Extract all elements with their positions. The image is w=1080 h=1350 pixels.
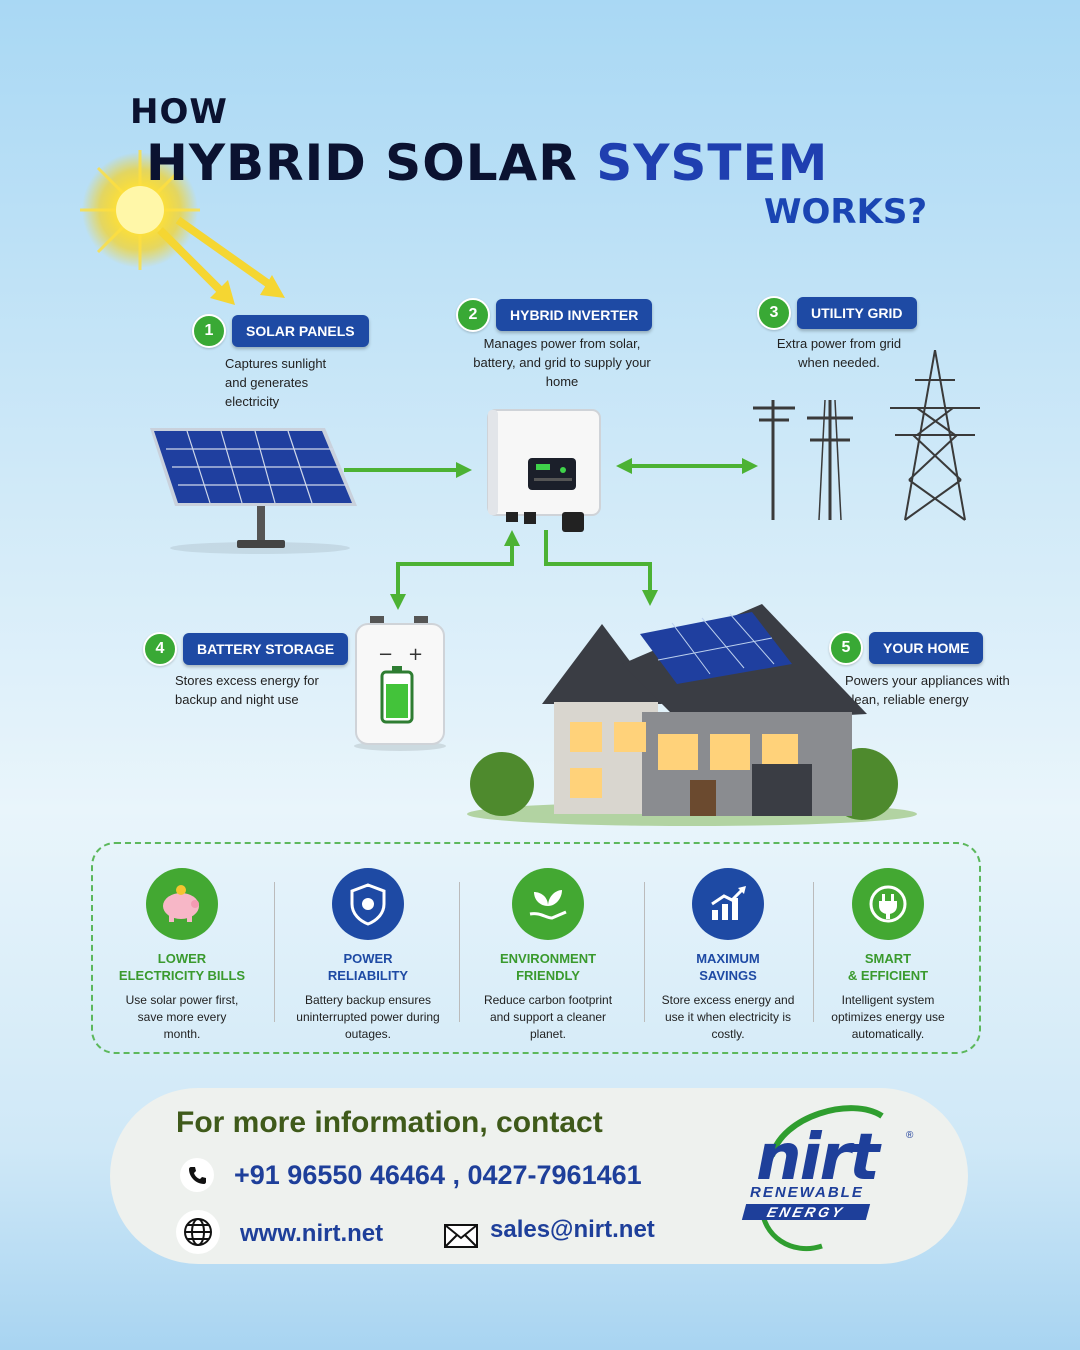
feature-power-reliability: POWER RELIABILITY Battery backup ensures … <box>283 868 453 1043</box>
divider <box>459 882 460 1022</box>
globe-icon <box>176 1210 220 1254</box>
step-number: 2 <box>456 298 490 332</box>
title-works: WORKS? <box>764 192 928 232</box>
feature-title: ENVIRONMENT <box>499 951 597 966</box>
feature-smart-efficient: SMART & EFFICIENT Intelligent system opti… <box>803 868 973 1043</box>
svg-text:−: − <box>378 644 393 665</box>
feature-title-2: ELECTRICITY BILLS <box>118 968 246 983</box>
feature-lower-bills: LOWER ELECTRICITY BILLS Use solar power f… <box>97 868 267 1043</box>
contact-website-link[interactable]: www.nirt.net <box>240 1220 384 1247</box>
utility-grid-illustration <box>753 350 980 521</box>
title-hybrid-solar: HYBRID SOLAR <box>146 134 578 192</box>
contact-panel: For more information, contact +91 96550 … <box>110 1088 968 1264</box>
growth-chart-icon <box>692 868 764 940</box>
feature-description: Battery backup ensures uninterrupted pow… <box>296 993 440 1041</box>
step-label: UTILITY GRID <box>797 297 917 329</box>
step-description: Stores excess energy for backup and nigh… <box>175 673 319 707</box>
features-panel: LOWER ELECTRICITY BILLS Use solar power f… <box>91 842 981 1054</box>
hybrid-inverter-illustration <box>487 409 601 532</box>
logo-energy: ENERGY <box>741 1204 871 1220</box>
step-label: BATTERY STORAGE <box>183 633 349 665</box>
title-system: SYSTEM <box>596 134 829 192</box>
nirt-logo: nirt ® RENEWABLE ENERGY <box>741 1096 932 1256</box>
step-utility-grid: 3 UTILITY GRID <box>757 296 917 330</box>
logo-registered: ® <box>906 1130 914 1141</box>
contact-heading: For more information, contact <box>176 1106 603 1139</box>
feature-title-2: RELIABILITY <box>327 968 409 983</box>
step-number: 3 <box>757 296 791 330</box>
step-number: 4 <box>143 632 177 666</box>
divider <box>813 882 814 1022</box>
shield-icon <box>332 868 404 940</box>
title-how: HOW <box>130 92 228 132</box>
mail-icon <box>444 1224 478 1248</box>
step-description: Captures sunlight and generates electric… <box>225 356 327 409</box>
feature-description: Reduce carbon footprint and support a cl… <box>483 993 613 1041</box>
logo-renewable: RENEWABLE <box>750 1184 864 1201</box>
flow-arrows <box>344 458 758 610</box>
step-number: 1 <box>192 314 226 348</box>
feature-title-2: SAVINGS <box>699 968 757 983</box>
feature-title: SMART <box>864 951 912 966</box>
battery-illustration: − + <box>354 616 446 751</box>
step-description: Manages power from solar, battery, and g… <box>473 336 651 389</box>
house-illustration <box>467 604 917 826</box>
feature-title: MAXIMUM <box>696 951 760 966</box>
feature-title-2: FRIENDLY <box>516 968 580 983</box>
sun-icon <box>80 150 285 305</box>
plug-icon <box>852 868 924 940</box>
logo-brand: nirt <box>756 1121 880 1195</box>
solar-panel-illustration <box>150 428 357 554</box>
feature-environment-friendly: ENVIRONMENT FRIENDLY Reduce carbon footpr… <box>463 868 633 1043</box>
step-number: 5 <box>829 631 863 665</box>
feature-title-2: & EFFICIENT <box>847 968 929 983</box>
step-label: SOLAR PANELS <box>232 315 369 347</box>
contact-phone[interactable]: +91 96550 46464 , 0427-7961461 <box>234 1160 642 1190</box>
feature-description: Store excess energy and use it when elec… <box>661 993 795 1041</box>
feature-title: POWER <box>343 951 393 966</box>
plant-hand-icon <box>512 868 584 940</box>
step-your-home: 5 YOUR HOME <box>829 631 984 665</box>
divider <box>644 882 645 1022</box>
step-solar-panels: 1 SOLAR PANELS <box>192 314 369 348</box>
piggy-bank-icon <box>146 868 218 940</box>
feature-description: Intelligent system optimizes energy use … <box>831 993 945 1041</box>
title-main: HYBRID SOLAR SYSTEM <box>146 134 828 192</box>
phone-icon <box>180 1158 214 1192</box>
contact-email-link[interactable]: sales@nirt.net <box>490 1216 655 1243</box>
divider <box>274 882 275 1022</box>
step-battery-storage: 4 BATTERY STORAGE <box>143 632 349 666</box>
feature-maximum-savings: MAXIMUM SAVINGS Store excess energy and u… <box>643 868 813 1043</box>
step-description: Extra power from grid when needed. <box>776 336 902 370</box>
step-description: Powers your appliances with clean, relia… <box>845 673 1010 707</box>
step-hybrid-inverter: 2 HYBRID INVERTER <box>456 298 653 332</box>
feature-description: Use solar power first, save more every m… <box>125 993 239 1041</box>
feature-title: LOWER <box>157 951 207 966</box>
step-label: HYBRID INVERTER <box>496 299 653 331</box>
svg-text:+: + <box>408 644 423 665</box>
step-label: YOUR HOME <box>869 632 984 664</box>
